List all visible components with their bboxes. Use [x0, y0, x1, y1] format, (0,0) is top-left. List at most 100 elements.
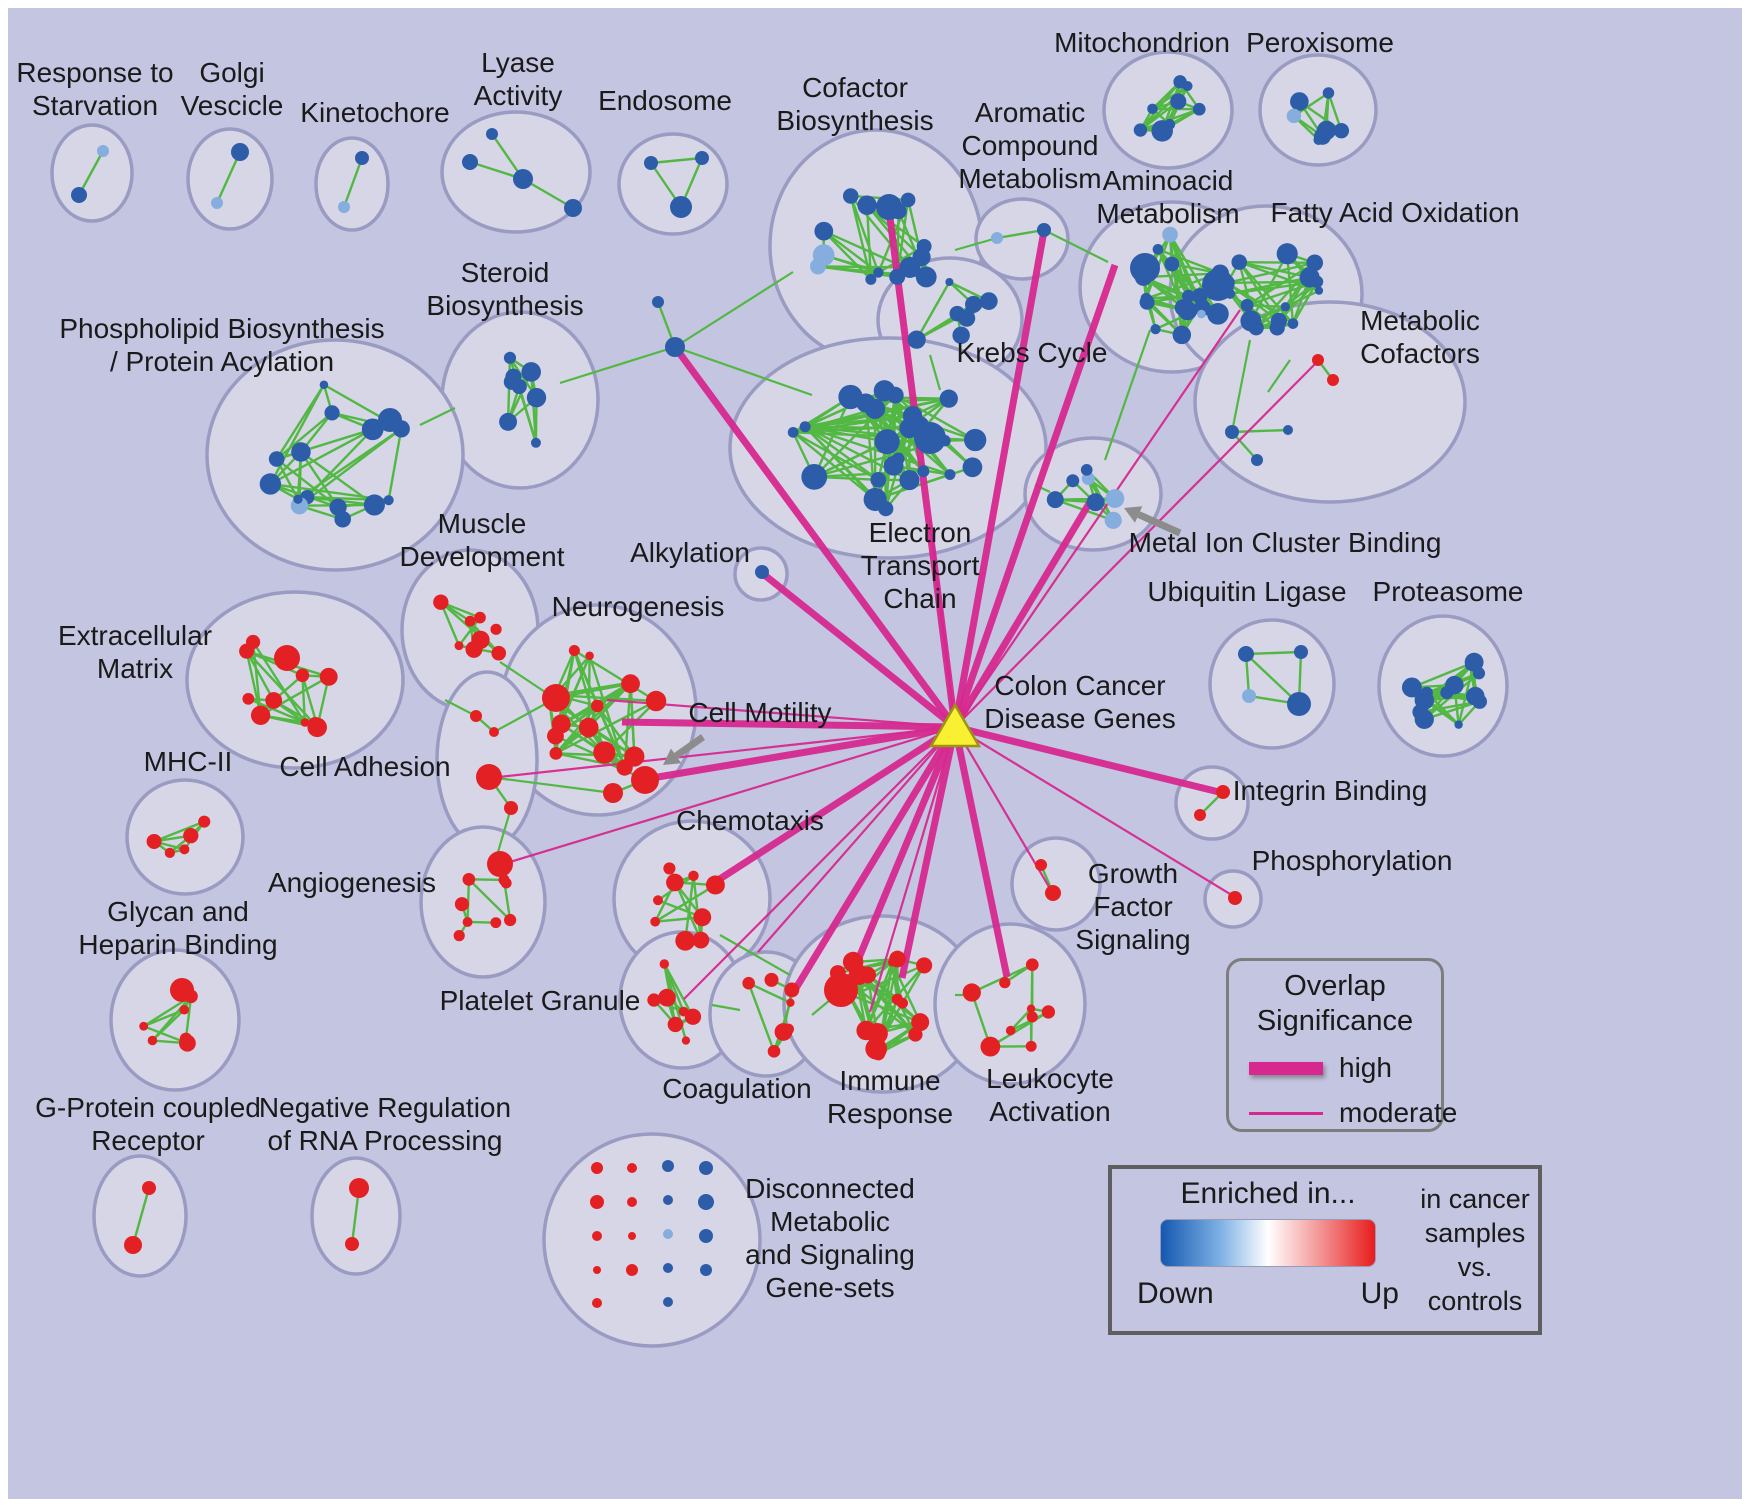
gene-set-node-red — [578, 717, 599, 738]
cluster-ellipse-cell-adhesion — [435, 670, 539, 850]
cell-motility-pointer-arrow-line — [674, 734, 706, 759]
gene-set-node-blue — [71, 187, 87, 203]
gene-set-edge — [1156, 248, 1185, 309]
gene-set-node-red — [300, 718, 310, 727]
overlap-edge-high — [898, 726, 959, 979]
gene-set-edge — [300, 451, 376, 506]
gene-set-node-blue — [1225, 425, 1239, 439]
gene-set-node-blue — [873, 380, 896, 402]
gene-set-node-blue — [361, 418, 384, 441]
gene-set-node-blue — [462, 154, 478, 170]
inter-cluster-edge — [1043, 229, 1109, 263]
gene-set-node-blue — [329, 498, 347, 516]
gene-set-node-blue — [1290, 92, 1309, 111]
gene-set-node-blue — [1472, 694, 1487, 709]
inter-cluster-edge — [1267, 359, 1291, 393]
cluster-ellipse-metabolic-cofactors — [1193, 300, 1467, 504]
gene-set-edge — [747, 982, 776, 1052]
label-coagulation: Coagulation — [662, 1073, 811, 1104]
gene-set-node-lightblue — [97, 145, 109, 157]
label-fatty-acid-oxidation: Fatty Acid Oxidation — [1270, 197, 1519, 228]
gene-set-node-blue — [914, 422, 946, 454]
gene-set-node-red — [265, 692, 283, 709]
gene-set-edge — [822, 230, 872, 281]
gene-set-node-blue — [1147, 103, 1158, 115]
gene-set-node-red — [1312, 354, 1324, 366]
label-colon-cancer-disease-genes: Colon Cancer — [994, 670, 1165, 701]
gene-set-node-red — [631, 766, 659, 794]
gene-set-node-blue — [699, 1229, 713, 1243]
gene-set-edge — [663, 963, 688, 1041]
gene-set-node-lightblue — [1105, 489, 1125, 508]
gene-set-node-blue — [1086, 493, 1105, 512]
gene-set-edge — [151, 995, 192, 1042]
gene-set-node-blue — [964, 428, 987, 452]
gene-set-node-red — [164, 847, 175, 859]
gene-set-node-red — [170, 978, 194, 1002]
inter-cluster-edge — [419, 407, 456, 426]
label-angiogenesis: Angiogenesis — [268, 867, 436, 898]
gene-set-node-red — [490, 623, 502, 635]
gene-set-edge — [588, 655, 626, 768]
gene-set-node-red — [139, 1021, 149, 1031]
gene-set-node-blue — [1465, 660, 1475, 671]
gene-set-node-blue — [900, 192, 916, 208]
gene-set-node-lightblue — [1286, 108, 1302, 124]
gene-set-node-red — [1041, 1005, 1056, 1019]
gene-set-node-lightblue — [663, 1229, 673, 1239]
gene-set-node-red — [688, 870, 699, 882]
gene-set-edge — [596, 705, 626, 769]
gene-set-edge — [1156, 248, 1190, 297]
label-mitochondrion: Mitochondrion — [1054, 27, 1230, 58]
gene-set-node-red — [465, 640, 483, 658]
gene-set-edge — [299, 451, 340, 508]
gene-set-node-red — [1026, 1011, 1038, 1023]
gene-set-node-red — [147, 1035, 158, 1046]
gene-set-node-red — [274, 645, 300, 671]
gene-set-node-blue — [1313, 134, 1324, 145]
gene-set-node-red — [433, 594, 449, 610]
gene-set-node-red — [124, 1236, 142, 1254]
gene-set-node-blue — [1170, 93, 1187, 110]
enrichment-note-line3: vs. controls — [1427, 1252, 1523, 1316]
cluster-ellipse-angiogenesis — [419, 825, 547, 979]
gene-set-node-red — [675, 1020, 684, 1029]
label-glycan-and-heparin-binding: Glycan and — [107, 896, 249, 927]
label-cell-motility: Cell Motility — [688, 697, 831, 728]
gene-set-node-blue — [1080, 463, 1093, 476]
gene-set-node-lightblue — [810, 258, 826, 275]
gene-set-node-red — [590, 1195, 604, 1209]
legend-overlap-title: Overlap Significance — [1229, 969, 1441, 1039]
gene-set-node-blue — [1150, 323, 1161, 335]
gene-set-node-blue — [499, 412, 518, 431]
gene-set-edge — [77, 150, 105, 196]
overlap-high-label: high — [1339, 1052, 1392, 1083]
label-extracellular-matrix: Extracellular — [58, 620, 212, 651]
gene-set-node-blue — [878, 501, 894, 517]
inter-cluster-edge — [811, 999, 831, 1016]
gene-set-edge — [1238, 260, 1310, 279]
gene-set-edge — [387, 428, 403, 501]
cluster-ellipse-golgi-vescicle — [186, 127, 274, 231]
gene-set-edge — [275, 458, 339, 509]
gene-set-node-red — [897, 997, 909, 1009]
gene-set-node-blue — [324, 405, 340, 421]
gene-set-edge — [573, 650, 606, 753]
gene-set-node-blue — [1174, 299, 1192, 317]
label-krebs-cycle: Krebs Cycle — [957, 337, 1108, 368]
gene-set-node-blue — [865, 273, 877, 285]
label-metal-ion-cluster-binding: Metal Ion Cluster Binding — [1129, 527, 1442, 558]
cluster-ellipse-phospholipid-biosynthesis-protein-acylation — [205, 338, 465, 572]
gene-set-node-blue — [899, 256, 921, 278]
gene-set-edge — [866, 204, 925, 248]
overlap-edge-high — [710, 724, 957, 887]
enrichment-scale-ends: Down Up — [1137, 1277, 1399, 1311]
gene-set-edge — [849, 195, 880, 273]
gene-set-node-blue — [1207, 303, 1229, 325]
gene-set-node-red — [250, 705, 271, 725]
label-g-protein-coupled-receptor: G-Protein coupled — [35, 1092, 261, 1123]
gene-set-node-red — [1216, 785, 1230, 799]
gene-set-node-red — [142, 1181, 156, 1195]
gene-set-node-blue — [355, 151, 369, 165]
gene-set-node-red — [764, 972, 779, 987]
